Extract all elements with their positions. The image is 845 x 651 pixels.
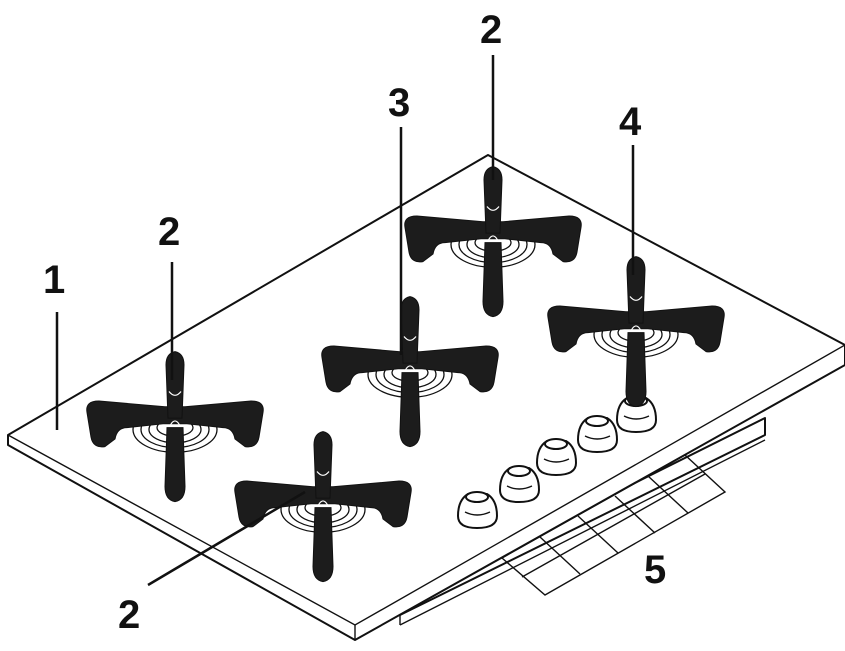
leader-lines bbox=[55, 55, 635, 587]
callout-1: 1 bbox=[43, 258, 65, 302]
control-knob[interactable] bbox=[499, 465, 540, 503]
callout-4: 4 bbox=[619, 100, 642, 144]
control-knob[interactable] bbox=[577, 415, 618, 453]
callout-2-front: 2 bbox=[118, 593, 140, 637]
callout-2-rear: 2 bbox=[480, 8, 502, 52]
callout-2-left: 2 bbox=[158, 210, 180, 254]
control-panel-grid bbox=[500, 454, 727, 596]
control-knobs bbox=[457, 395, 657, 529]
control-knob[interactable] bbox=[457, 491, 498, 529]
control-knob[interactable] bbox=[536, 438, 577, 476]
callout-labels: 1 2 2 2 3 4 5 bbox=[43, 8, 666, 637]
callout-3: 3 bbox=[388, 81, 410, 125]
callout-5: 5 bbox=[644, 548, 666, 592]
leader-2-front bbox=[147, 490, 306, 587]
